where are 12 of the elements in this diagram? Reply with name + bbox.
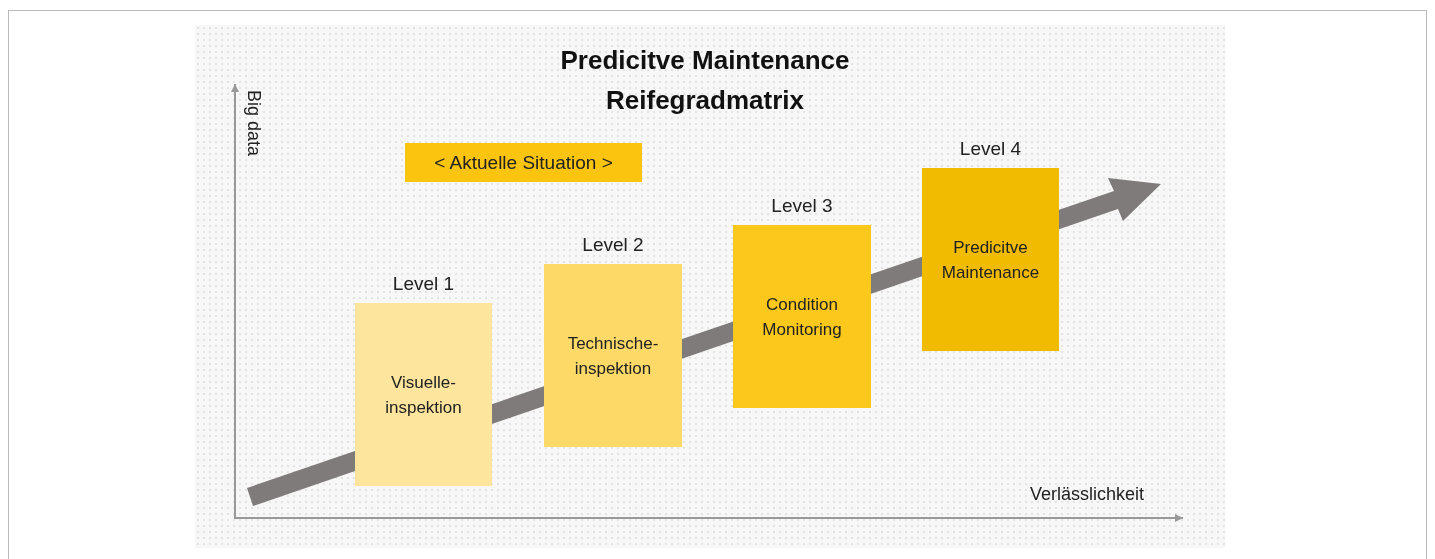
level-heading: Level 3 — [770, 194, 834, 218]
box-text: Predicitve Maintenance — [940, 236, 1041, 284]
axis-label: Big data — [243, 90, 264, 157]
level-heading: Level 2 — [581, 233, 645, 257]
box-text: Visuelle- inspektion — [384, 371, 463, 419]
box-text: Condition Monitoring — [761, 293, 843, 341]
situation-tag: < Aktuelle Situation > — [405, 143, 642, 182]
box-text: Technische- inspektion — [566, 332, 660, 380]
level-heading: Level 4 — [958, 137, 1023, 161]
level-heading: Level 1 — [391, 272, 456, 296]
diagram-title: Predicitve Maintenance Reifegradmatrix — [559, 44, 851, 117]
axis-label: Verlässlichkeit — [1030, 484, 1145, 505]
